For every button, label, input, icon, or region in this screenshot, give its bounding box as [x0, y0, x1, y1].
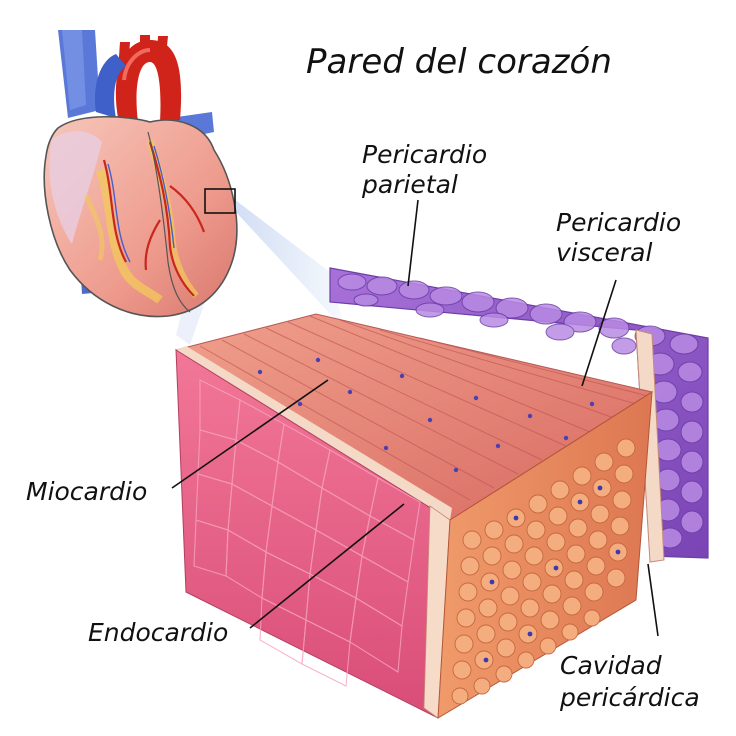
parietal-cells	[337, 273, 704, 549]
front-cells	[193, 379, 421, 687]
label-cavidad-pericardica-line2: pericárdica	[560, 683, 700, 712]
label-endocardio: Endocardio	[88, 618, 229, 647]
nuclei-top	[257, 357, 619, 473]
label-pericardio-visceral-line1: Pericardio	[556, 208, 682, 237]
label-pericardio-visceral: Pericardio visceral	[556, 208, 681, 268]
tissue-block	[174, 267, 709, 719]
label-pericardio-visceral-line2: visceral	[556, 238, 653, 267]
muscle-fibers	[199, 315, 649, 501]
label-cavidad-pericardica: Cavidad pericárdica	[560, 650, 700, 714]
label-pericardio-parietal: Pericardio parietal	[362, 140, 487, 200]
leader-endocardio	[249, 503, 405, 629]
leader-miocardio	[171, 379, 329, 489]
pulmonary-artery	[94, 54, 126, 118]
zoom-box	[204, 188, 236, 214]
section-cells	[451, 438, 636, 705]
label-cavidad-pericardica-line1: Cavidad	[560, 651, 662, 680]
leader-pericardio-parietal	[407, 199, 419, 287]
label-miocardio: Miocardio	[26, 477, 148, 506]
leader-lines	[171, 199, 659, 637]
coronary-artery	[102, 141, 206, 297]
diagram-title: Pared del corazón	[306, 42, 612, 82]
leader-pericardio-visceral	[581, 279, 617, 387]
leader-cavidad-pericardica	[647, 563, 659, 637]
heart-illustration	[43, 30, 238, 318]
endocardio-rim	[176, 346, 452, 520]
coronary-fat	[95, 168, 163, 304]
zoom-beam	[222, 190, 345, 330]
label-pericardio-parietal-line1: Pericardio	[362, 140, 488, 169]
nuclei-section	[483, 485, 621, 663]
label-pericardio-parietal-line2: parietal	[362, 170, 458, 199]
